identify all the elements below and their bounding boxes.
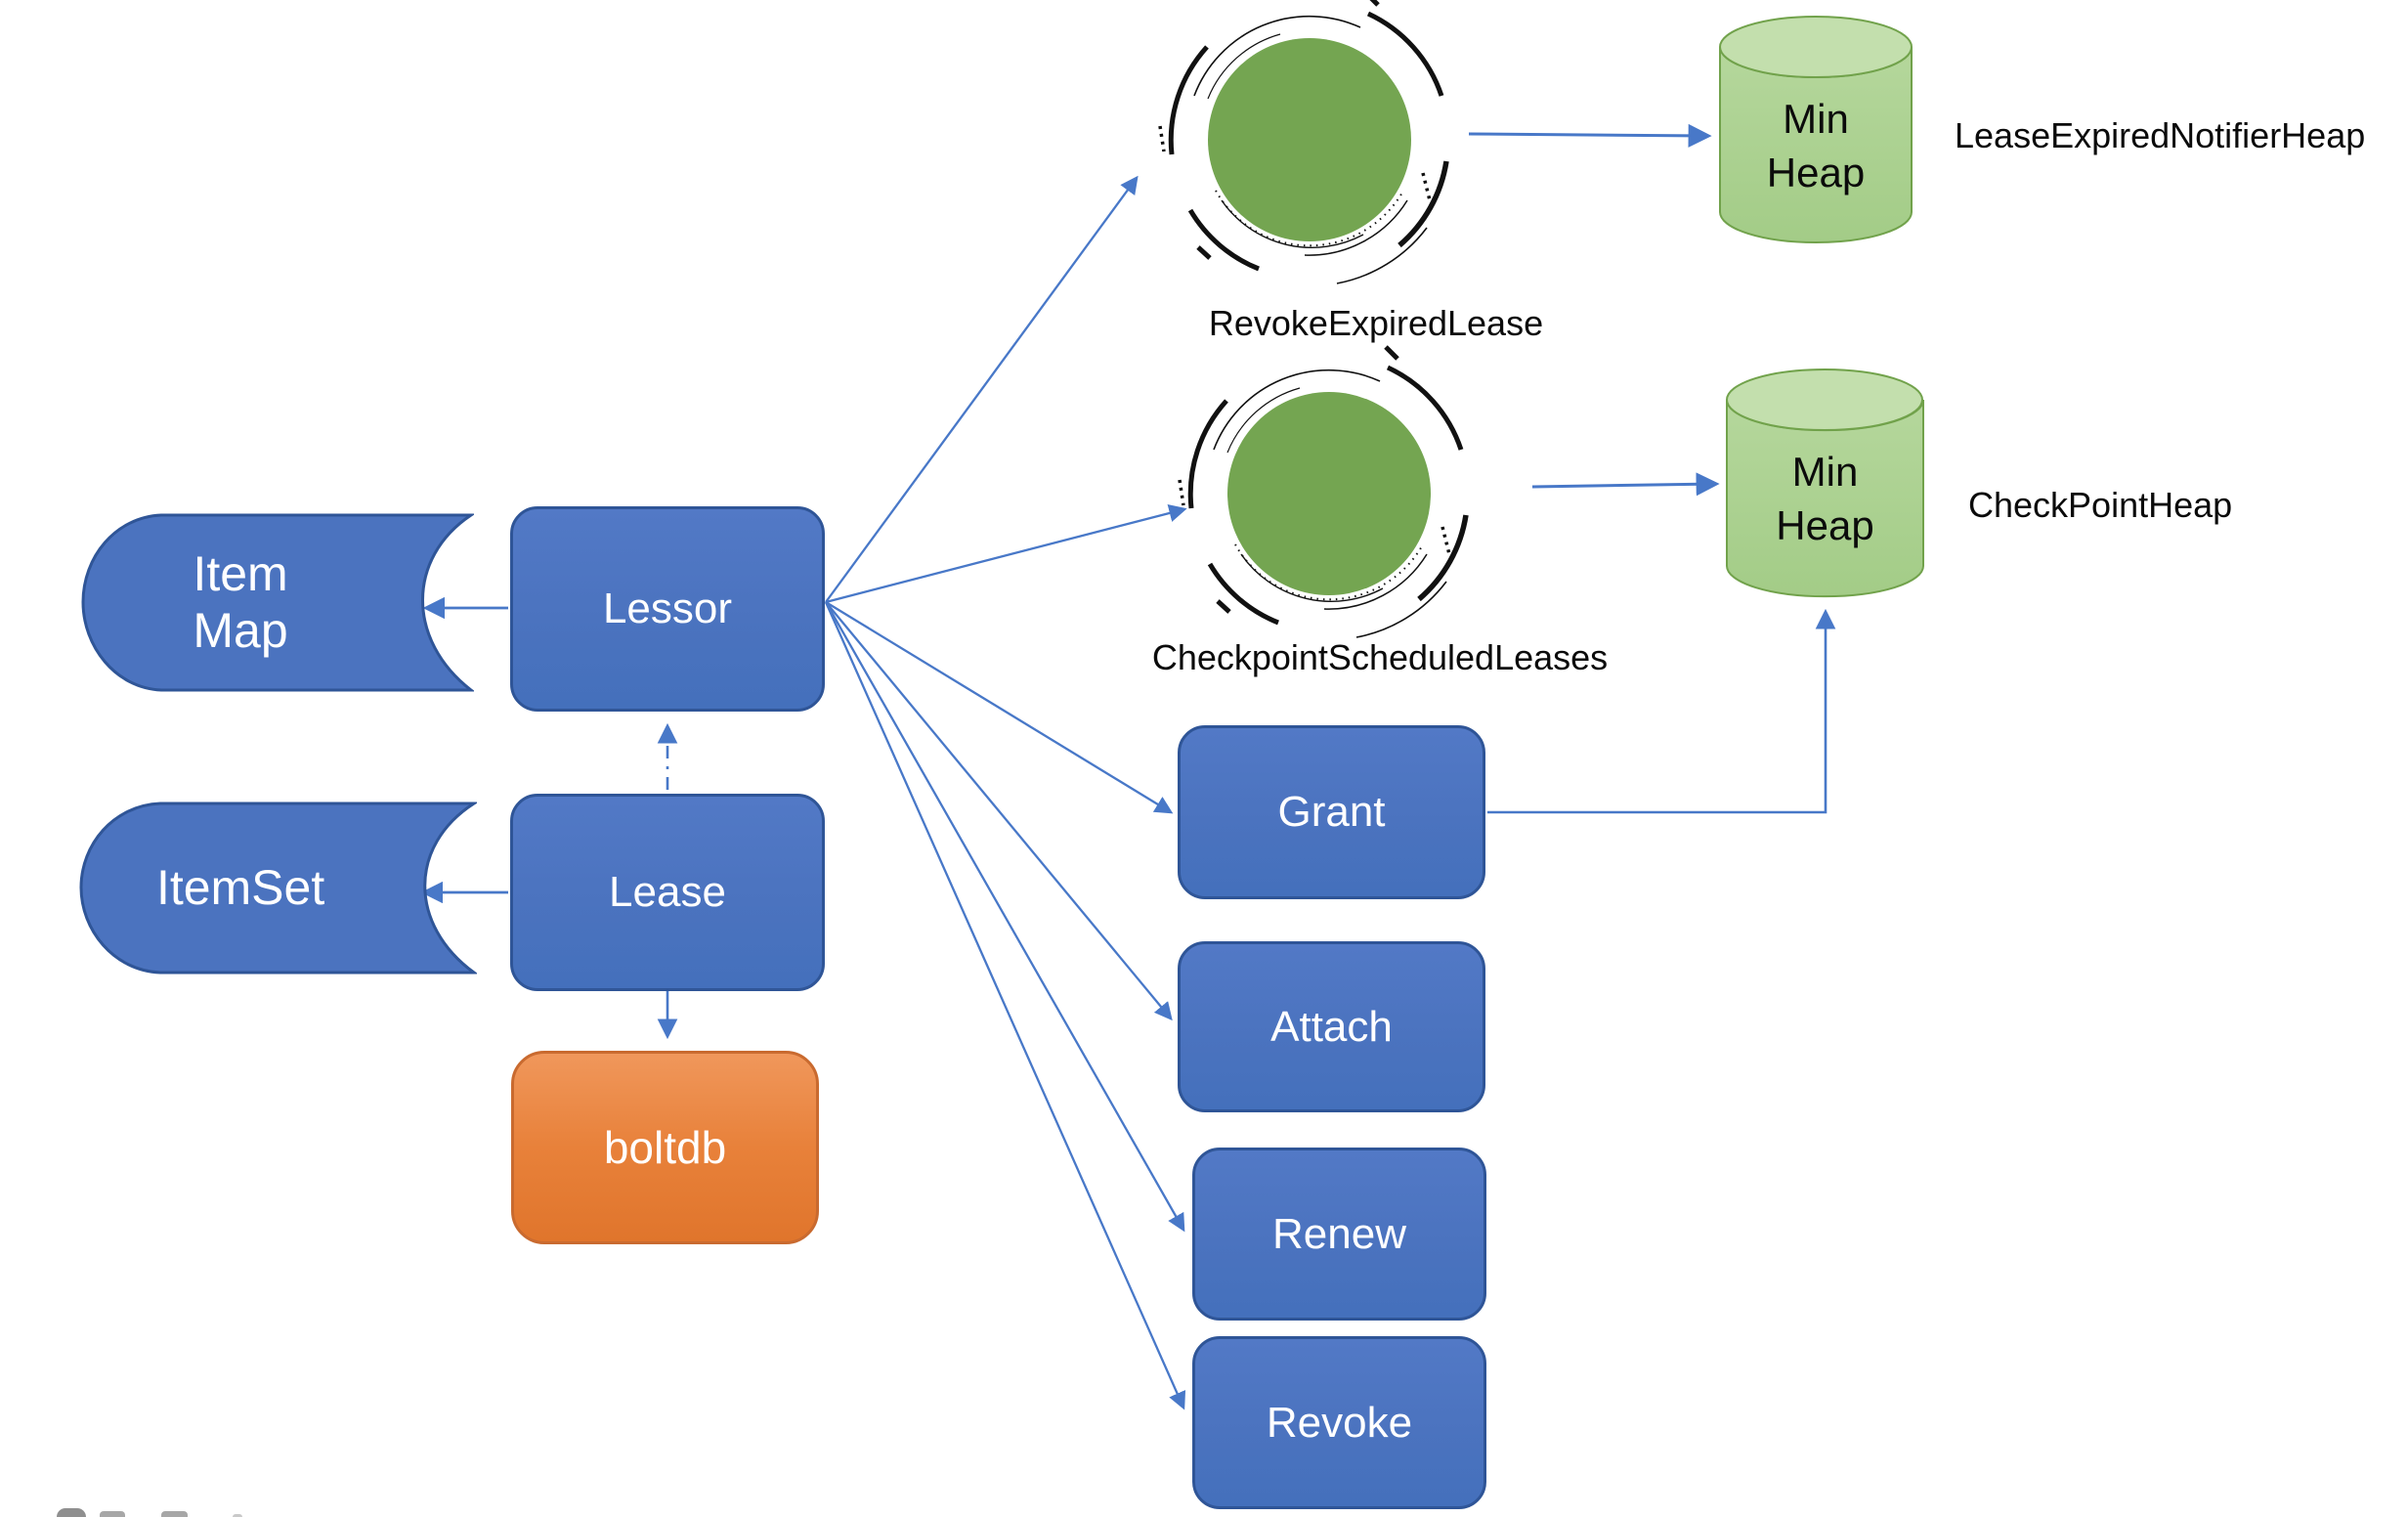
node-boltdb: boltdb bbox=[511, 1051, 819, 1244]
cropped-glyph bbox=[161, 1511, 188, 1517]
loop-circle-icon bbox=[1160, 0, 1446, 283]
node-renew: Renew bbox=[1192, 1148, 1486, 1321]
arrow-checkpointscheduledleases-to-minheap bbox=[1531, 472, 1720, 497]
cropped-glyph bbox=[233, 1514, 242, 1517]
node-item-map: Item Map bbox=[78, 513, 474, 692]
label-lease-expired-notifier-heap: LeaseExpiredNotifierHeap bbox=[1955, 115, 2366, 155]
node-lessor: Lessor bbox=[510, 506, 825, 712]
node-label: Min Heap bbox=[1776, 449, 1874, 548]
node-label: Renew bbox=[1272, 1209, 1406, 1258]
arrow-revokeexpiredlease-to-minheap bbox=[1468, 123, 1712, 148]
arrow-lessor-to-revoke bbox=[824, 601, 1186, 1410]
arrow-lessor-to-revokeexpiredlease bbox=[825, 175, 1139, 603]
label-checkpoint-scheduled-leases: CheckpointScheduledLeases bbox=[1151, 637, 1609, 677]
node-label: Attach bbox=[1270, 1002, 1393, 1051]
stored-data-shape-icon bbox=[79, 802, 477, 975]
arrow-lessor-to-renew bbox=[825, 601, 1185, 1233]
node-label: Revoke bbox=[1266, 1398, 1413, 1447]
node-lease: Lease bbox=[510, 794, 825, 991]
arrow-grant-to-checkpointheap bbox=[1487, 608, 1836, 814]
stored-data-shape-icon bbox=[81, 513, 474, 692]
node-item-set: ItemSet bbox=[76, 802, 477, 975]
node-label: Lease bbox=[609, 868, 726, 916]
node-label: Item Map bbox=[193, 546, 288, 658]
node-lease-expired-notifier-heap: Min Heap bbox=[1718, 15, 1914, 244]
arrow-lessor-to-attach bbox=[825, 601, 1173, 1021]
node-label: Lessor bbox=[602, 585, 733, 632]
arrow-lessor-to-grant bbox=[825, 601, 1174, 814]
database-cylinder-icon bbox=[1719, 16, 1913, 243]
node-revoke: Revoke bbox=[1192, 1336, 1486, 1509]
node-label: Grant bbox=[1277, 788, 1386, 836]
node-grant: Grant bbox=[1178, 725, 1485, 899]
database-cylinder-icon bbox=[1726, 368, 1924, 598]
cropped-glyph bbox=[57, 1508, 86, 1517]
label-revoke-expired-lease: RevokeExpiredLease bbox=[1208, 303, 1544, 343]
node-attach: Attach bbox=[1178, 941, 1485, 1112]
loop-circle-icon bbox=[1180, 347, 1466, 637]
node-label: boltdb bbox=[603, 1122, 727, 1173]
node-checkpoint-heap: Min Heap bbox=[1725, 368, 1925, 598]
arrow-lessor-to-checkpointscheduledleases bbox=[825, 504, 1187, 604]
cropped-glyph bbox=[100, 1511, 125, 1517]
node-label: ItemSet bbox=[155, 859, 325, 915]
label-checkpoint-heap: CheckPointHeap bbox=[1968, 485, 2233, 525]
node-label: Min Heap bbox=[1766, 95, 1866, 195]
